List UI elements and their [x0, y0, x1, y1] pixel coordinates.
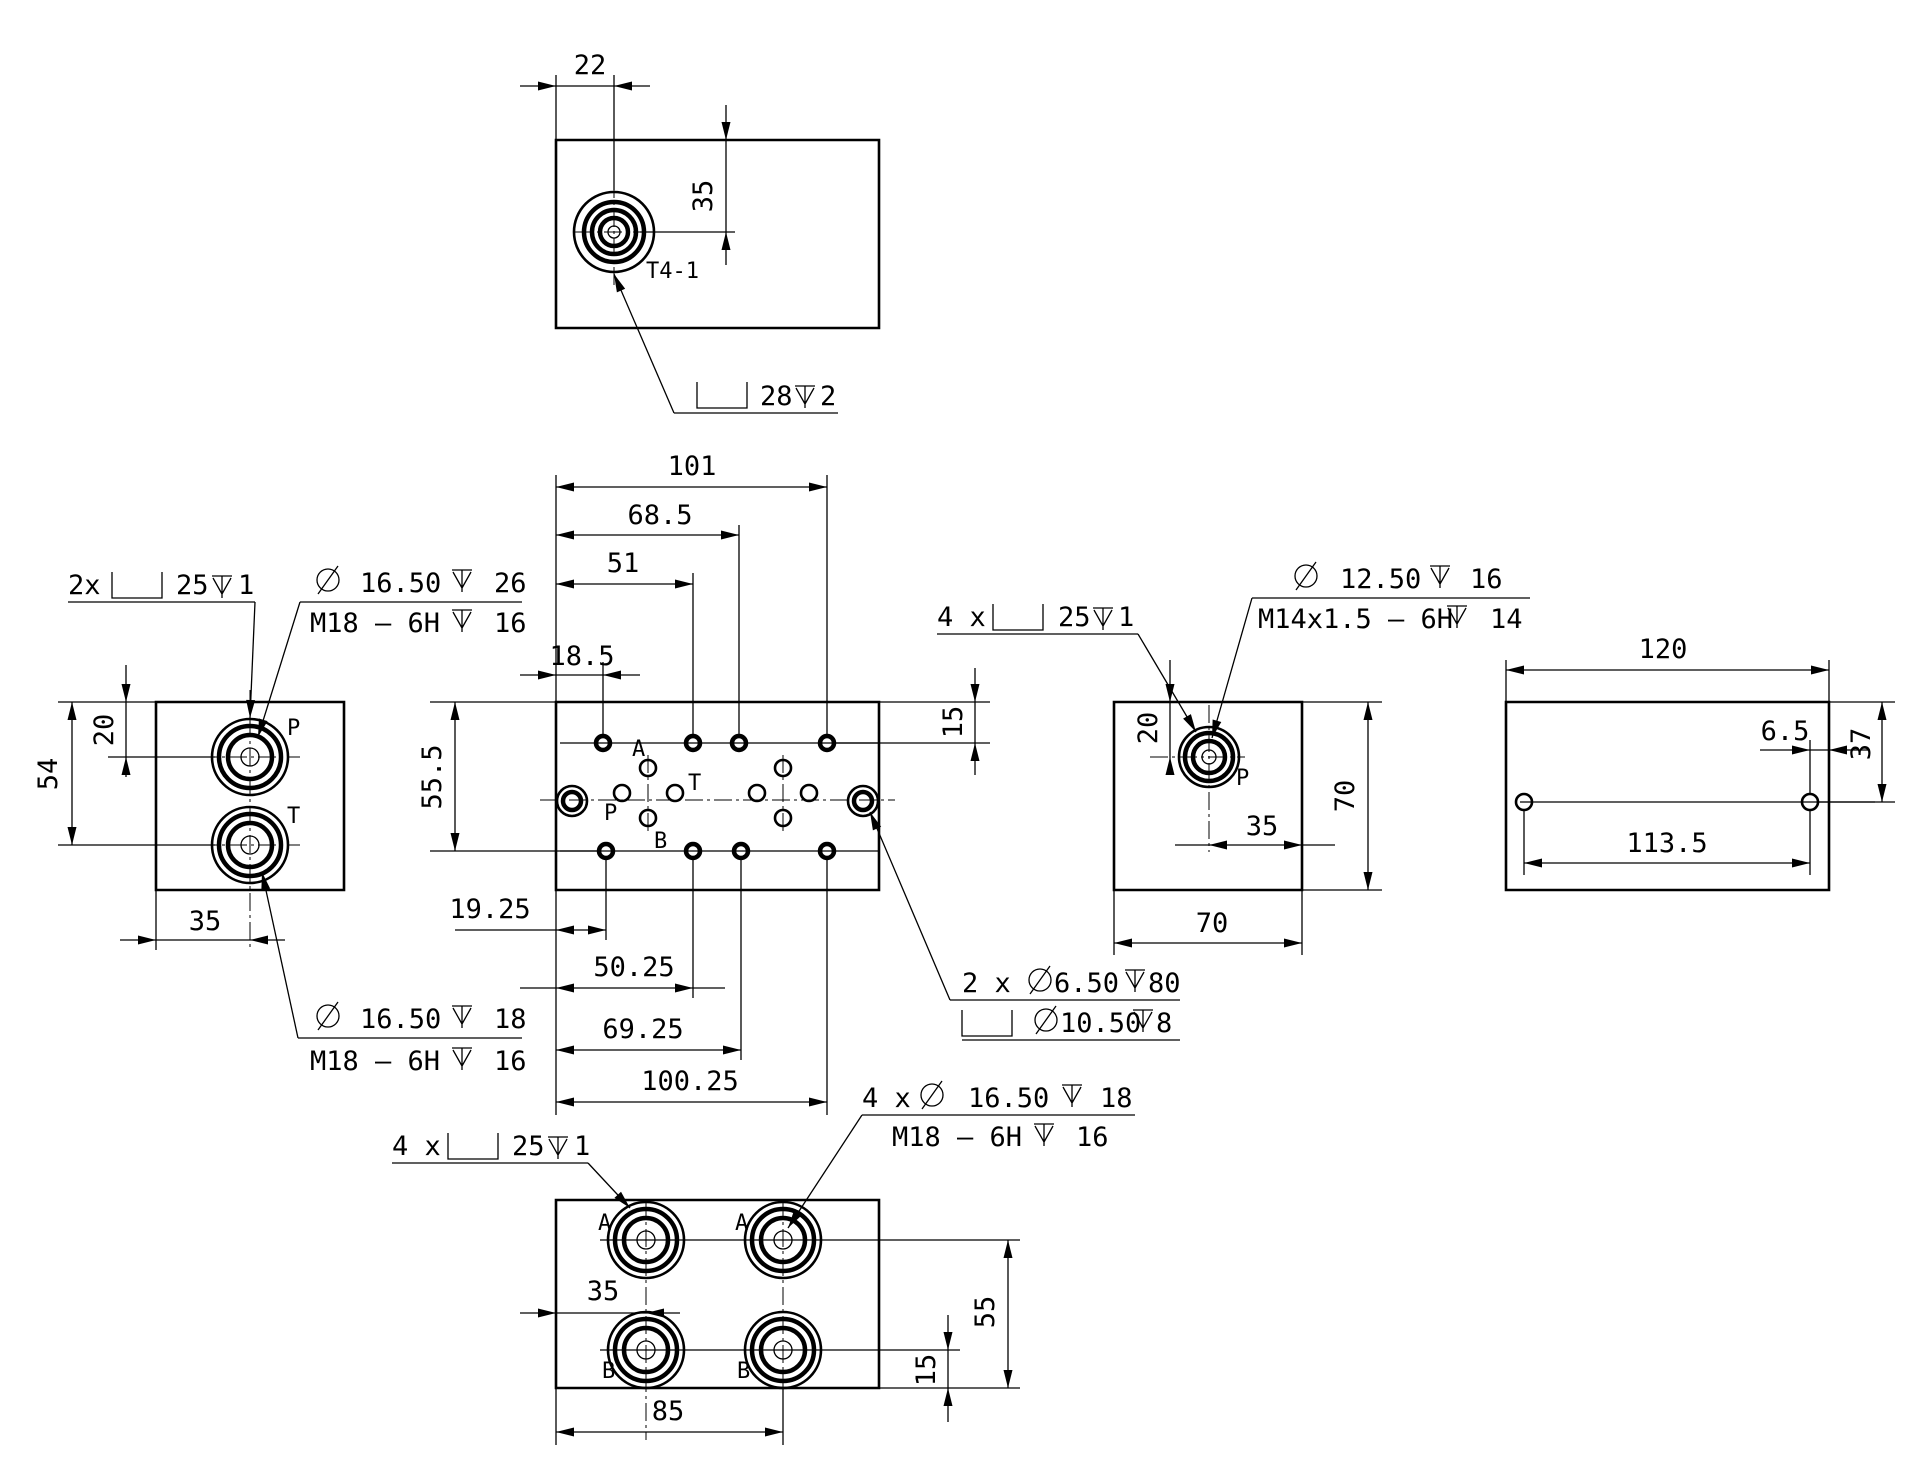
right1-cb-depth: 1: [1118, 602, 1134, 633]
front-label-A: A: [632, 737, 645, 762]
bottom-cb-dia: 25: [512, 1131, 545, 1162]
dim-55-5: 55.5: [417, 744, 448, 809]
left-cb-prefix: 2x: [68, 570, 101, 601]
top-view: 22 35 T4-1 28 2: [520, 50, 879, 413]
right1-label-P: P: [1236, 766, 1249, 791]
bottom-label-B1: B: [602, 1359, 615, 1384]
right2-outline: [1506, 702, 1829, 890]
right1-dim-20: 20: [1133, 712, 1164, 745]
right1-cb-dia: 25: [1058, 602, 1091, 633]
front-label-T: T: [688, 771, 701, 796]
right2-dim-6-5: 6.5: [1761, 716, 1810, 747]
right-view-1: P 20 35 70 70 4 x 25 1 12.50 16 M14x1.5 …: [937, 561, 1530, 955]
right1-port-dia: 12.50: [1340, 564, 1421, 595]
right-view-2: 120 6.5 37 113.5: [1506, 634, 1895, 890]
dim-18-5: 18.5: [549, 641, 614, 672]
left-port-top-thread-depth: 16: [494, 608, 527, 639]
top-cb-depth: 28: [760, 381, 793, 412]
dim-101: 101: [668, 451, 717, 482]
left-label-P: P: [287, 716, 300, 741]
left-port-bottom-thread: M18 – 6H: [310, 1046, 440, 1077]
bottom-label-B2: B: [737, 1359, 750, 1384]
left-port-bottom-dia: 16.50: [360, 1004, 441, 1035]
left-port-bottom-depth: 18: [494, 1004, 527, 1035]
bottom-cb-prefix: 4 x: [392, 1131, 441, 1162]
bottom-port-depth: 18: [1100, 1083, 1133, 1114]
dim-22: 22: [574, 50, 607, 81]
front-view-outline: [556, 702, 879, 890]
right2-dim-37: 37: [1846, 728, 1877, 761]
right1-port-thread-depth: 14: [1490, 604, 1523, 635]
right2-dim-120: 120: [1639, 634, 1688, 665]
bottom-dim-15: 15: [911, 1354, 942, 1387]
left-port-bottom-thread-depth: 16: [494, 1046, 527, 1077]
right1-outline: [1114, 702, 1302, 890]
dim-50-25: 50.25: [593, 952, 674, 983]
right2-dim-113-5: 113.5: [1626, 828, 1707, 859]
dim-15: 15: [938, 706, 969, 739]
right1-port-P: [1179, 727, 1239, 787]
right1-port-thread: M14x1.5 – 6H: [1258, 604, 1453, 635]
front-view: A T P B 101 68.5 51 18.5 15 55.5 19.25 5…: [417, 451, 1181, 1115]
dim-54: 54: [33, 758, 64, 791]
right1-dim-70-v: 70: [1330, 780, 1361, 813]
left-cb-dia: 25: [176, 570, 209, 601]
dim-51: 51: [607, 548, 640, 579]
dim-35: 35: [688, 180, 719, 213]
right1-cb-prefix: 4 x: [937, 602, 986, 633]
bottom-dim-35: 35: [587, 1276, 620, 1307]
left-dim-35: 35: [189, 906, 222, 937]
dim-100-25: 100.25: [641, 1066, 739, 1097]
left-cb-depth: 1: [238, 570, 254, 601]
bottom-label-A2: A: [735, 1211, 748, 1236]
top-view-outline: [556, 140, 879, 328]
bottom-view-outline: [556, 1200, 879, 1388]
bottom-dim-55: 55: [970, 1296, 1001, 1329]
bottom-port-thread-depth: 16: [1076, 1122, 1109, 1153]
right1-dim-70-h: 70: [1196, 908, 1229, 939]
front-label-B: B: [654, 829, 667, 854]
left-port-top-dia: 16.50: [360, 568, 441, 599]
left-port-top-thread: M18 – 6H: [310, 608, 440, 639]
bottom-port-prefix: 4 x: [862, 1083, 911, 1114]
bottom-port-dia: 16.50: [968, 1083, 1049, 1114]
front-callout-prefix: 2 x: [962, 968, 1011, 999]
port-label-T4-1: T4-1: [646, 259, 699, 284]
front-callout2-dia: 10.50: [1060, 1008, 1141, 1039]
right1-dim-35: 35: [1246, 811, 1279, 842]
left-label-T: T: [287, 804, 300, 829]
front-label-P: P: [604, 801, 617, 826]
top-cb-num: 2: [820, 381, 836, 412]
bottom-dim-85: 85: [652, 1396, 685, 1427]
bottom-port-thread: M18 – 6H: [892, 1122, 1022, 1153]
bottom-cb-depth: 1: [574, 1131, 590, 1162]
dim-68-5: 68.5: [627, 500, 692, 531]
dim-19-25: 19.25: [449, 894, 530, 925]
front-callout-depth: 80: [1148, 968, 1181, 999]
bottom-label-A1: A: [598, 1211, 611, 1236]
left-view: P T 20 54 35 2x 25 1 16.50 26 M18 – 6H 1…: [33, 565, 527, 1077]
front-callout-dia: 6.50: [1054, 968, 1119, 999]
dim-20: 20: [89, 714, 120, 747]
front-callout2-depth: 8: [1156, 1008, 1172, 1039]
left-port-top-depth: 26: [494, 568, 527, 599]
right1-port-depth: 16: [1470, 564, 1503, 595]
dim-69-25: 69.25: [602, 1014, 683, 1045]
bottom-view: A A B B 35 55 15 85 4 x 25 1 4 x 16.50 1…: [392, 1080, 1135, 1445]
